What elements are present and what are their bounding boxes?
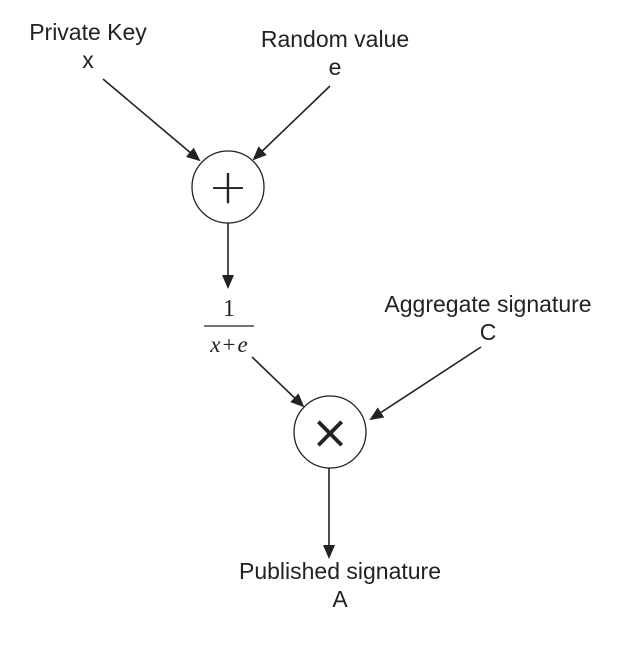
private-key-label: Private Key x xyxy=(16,18,160,74)
fraction-numerator: 1 xyxy=(223,296,235,322)
fraction-denominator-plus: + xyxy=(222,332,236,357)
aggregate-signature-title: Aggregate signature xyxy=(384,291,592,317)
random-value-symbol: e xyxy=(328,54,342,80)
fraction-denominator-e: e xyxy=(237,332,248,357)
fraction-denominator-x: x xyxy=(210,332,221,357)
arrow-private-key-to-add xyxy=(102,78,201,162)
published-signature-symbol: A xyxy=(332,586,348,612)
aggregate-signature-label: Aggregate signature C xyxy=(368,290,608,346)
published-signature-label: Published signature A xyxy=(222,557,458,613)
fraction-denominator: x+e xyxy=(196,332,262,358)
arrow-random-value-to-add xyxy=(252,85,331,161)
arrow-aggregate-signature-to-multiply xyxy=(369,346,482,421)
random-value-title: Random value xyxy=(260,26,410,52)
aggregate-signature-symbol: C xyxy=(479,319,497,345)
arrow-fraction-to-multiply xyxy=(251,356,305,408)
add-operator-symbol: + xyxy=(207,159,249,215)
published-signature-title: Published signature xyxy=(238,558,442,584)
private-key-title: Private Key xyxy=(29,19,147,45)
random-value-label: Random value e xyxy=(246,25,424,81)
multiply-operator-symbol: × xyxy=(310,405,350,459)
add-operator-circle xyxy=(191,150,265,224)
private-key-symbol: x xyxy=(82,47,94,73)
multiply-operator-circle xyxy=(293,395,367,469)
